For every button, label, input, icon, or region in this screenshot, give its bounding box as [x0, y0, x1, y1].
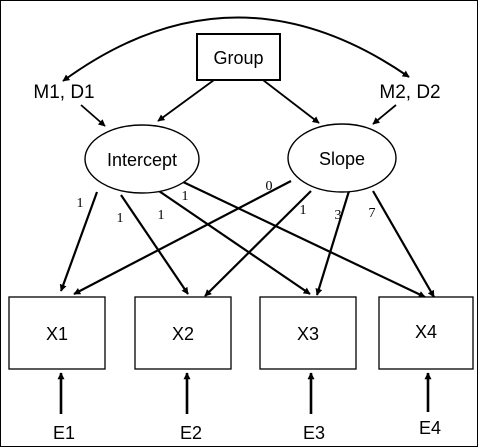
slope-means-label: M2, D2: [379, 82, 440, 103]
intercept-x1-loading: 1: [77, 196, 84, 211]
slope-x4-loading: 7: [369, 206, 376, 221]
slope-x2-loading: 1: [300, 203, 307, 218]
slope-ellipse: [287, 123, 397, 193]
e2-label: E2: [180, 423, 202, 443]
intercept-x4-loading: 1: [182, 189, 189, 204]
group-to-slope-arrow: [262, 79, 320, 124]
slope-label: Slope: [319, 149, 365, 169]
e4-label: E4: [419, 418, 441, 438]
x2-label: X2: [172, 324, 194, 344]
covariance-arc: [62, 16, 410, 82]
group-box: [196, 33, 281, 81]
slope-x1-loading: 0: [266, 179, 273, 194]
x3-box: [259, 296, 357, 370]
intercept-to-x1-path: [59, 191, 99, 292]
intercept-x3-loading: 1: [158, 208, 165, 223]
intercept-to-x2-path: [120, 194, 189, 295]
means-to-intercept-arrow: [80, 104, 106, 127]
slope-to-x3-path: [315, 190, 351, 296]
intercept-to-x3-path: [155, 188, 311, 295]
x1-label: X1: [46, 324, 68, 344]
e1-label: E1: [53, 423, 75, 443]
slope-x3-loading: 3: [335, 208, 342, 223]
intercept-ellipse: [84, 124, 200, 194]
means-to-slope-arrow: [372, 104, 397, 125]
slope-to-x2-path: [204, 190, 312, 297]
group-label: Group: [213, 48, 263, 68]
x1-box: [8, 296, 106, 370]
e3-label: E3: [303, 423, 325, 443]
x4-label: X4: [415, 322, 437, 342]
intercept-x2-loading: 1: [117, 211, 124, 226]
x2-box: [134, 296, 232, 370]
intercept-to-x4-path: [180, 180, 426, 298]
group-to-intercept-arrow: [157, 79, 215, 122]
intercept-label: Intercept: [107, 150, 177, 170]
slope-to-x4-path: [372, 190, 435, 298]
slope-to-x1-path: [73, 180, 292, 295]
x3-label: X3: [297, 324, 319, 344]
intercept-means-label: M1, D1: [33, 82, 94, 103]
x4-box: [378, 296, 474, 370]
